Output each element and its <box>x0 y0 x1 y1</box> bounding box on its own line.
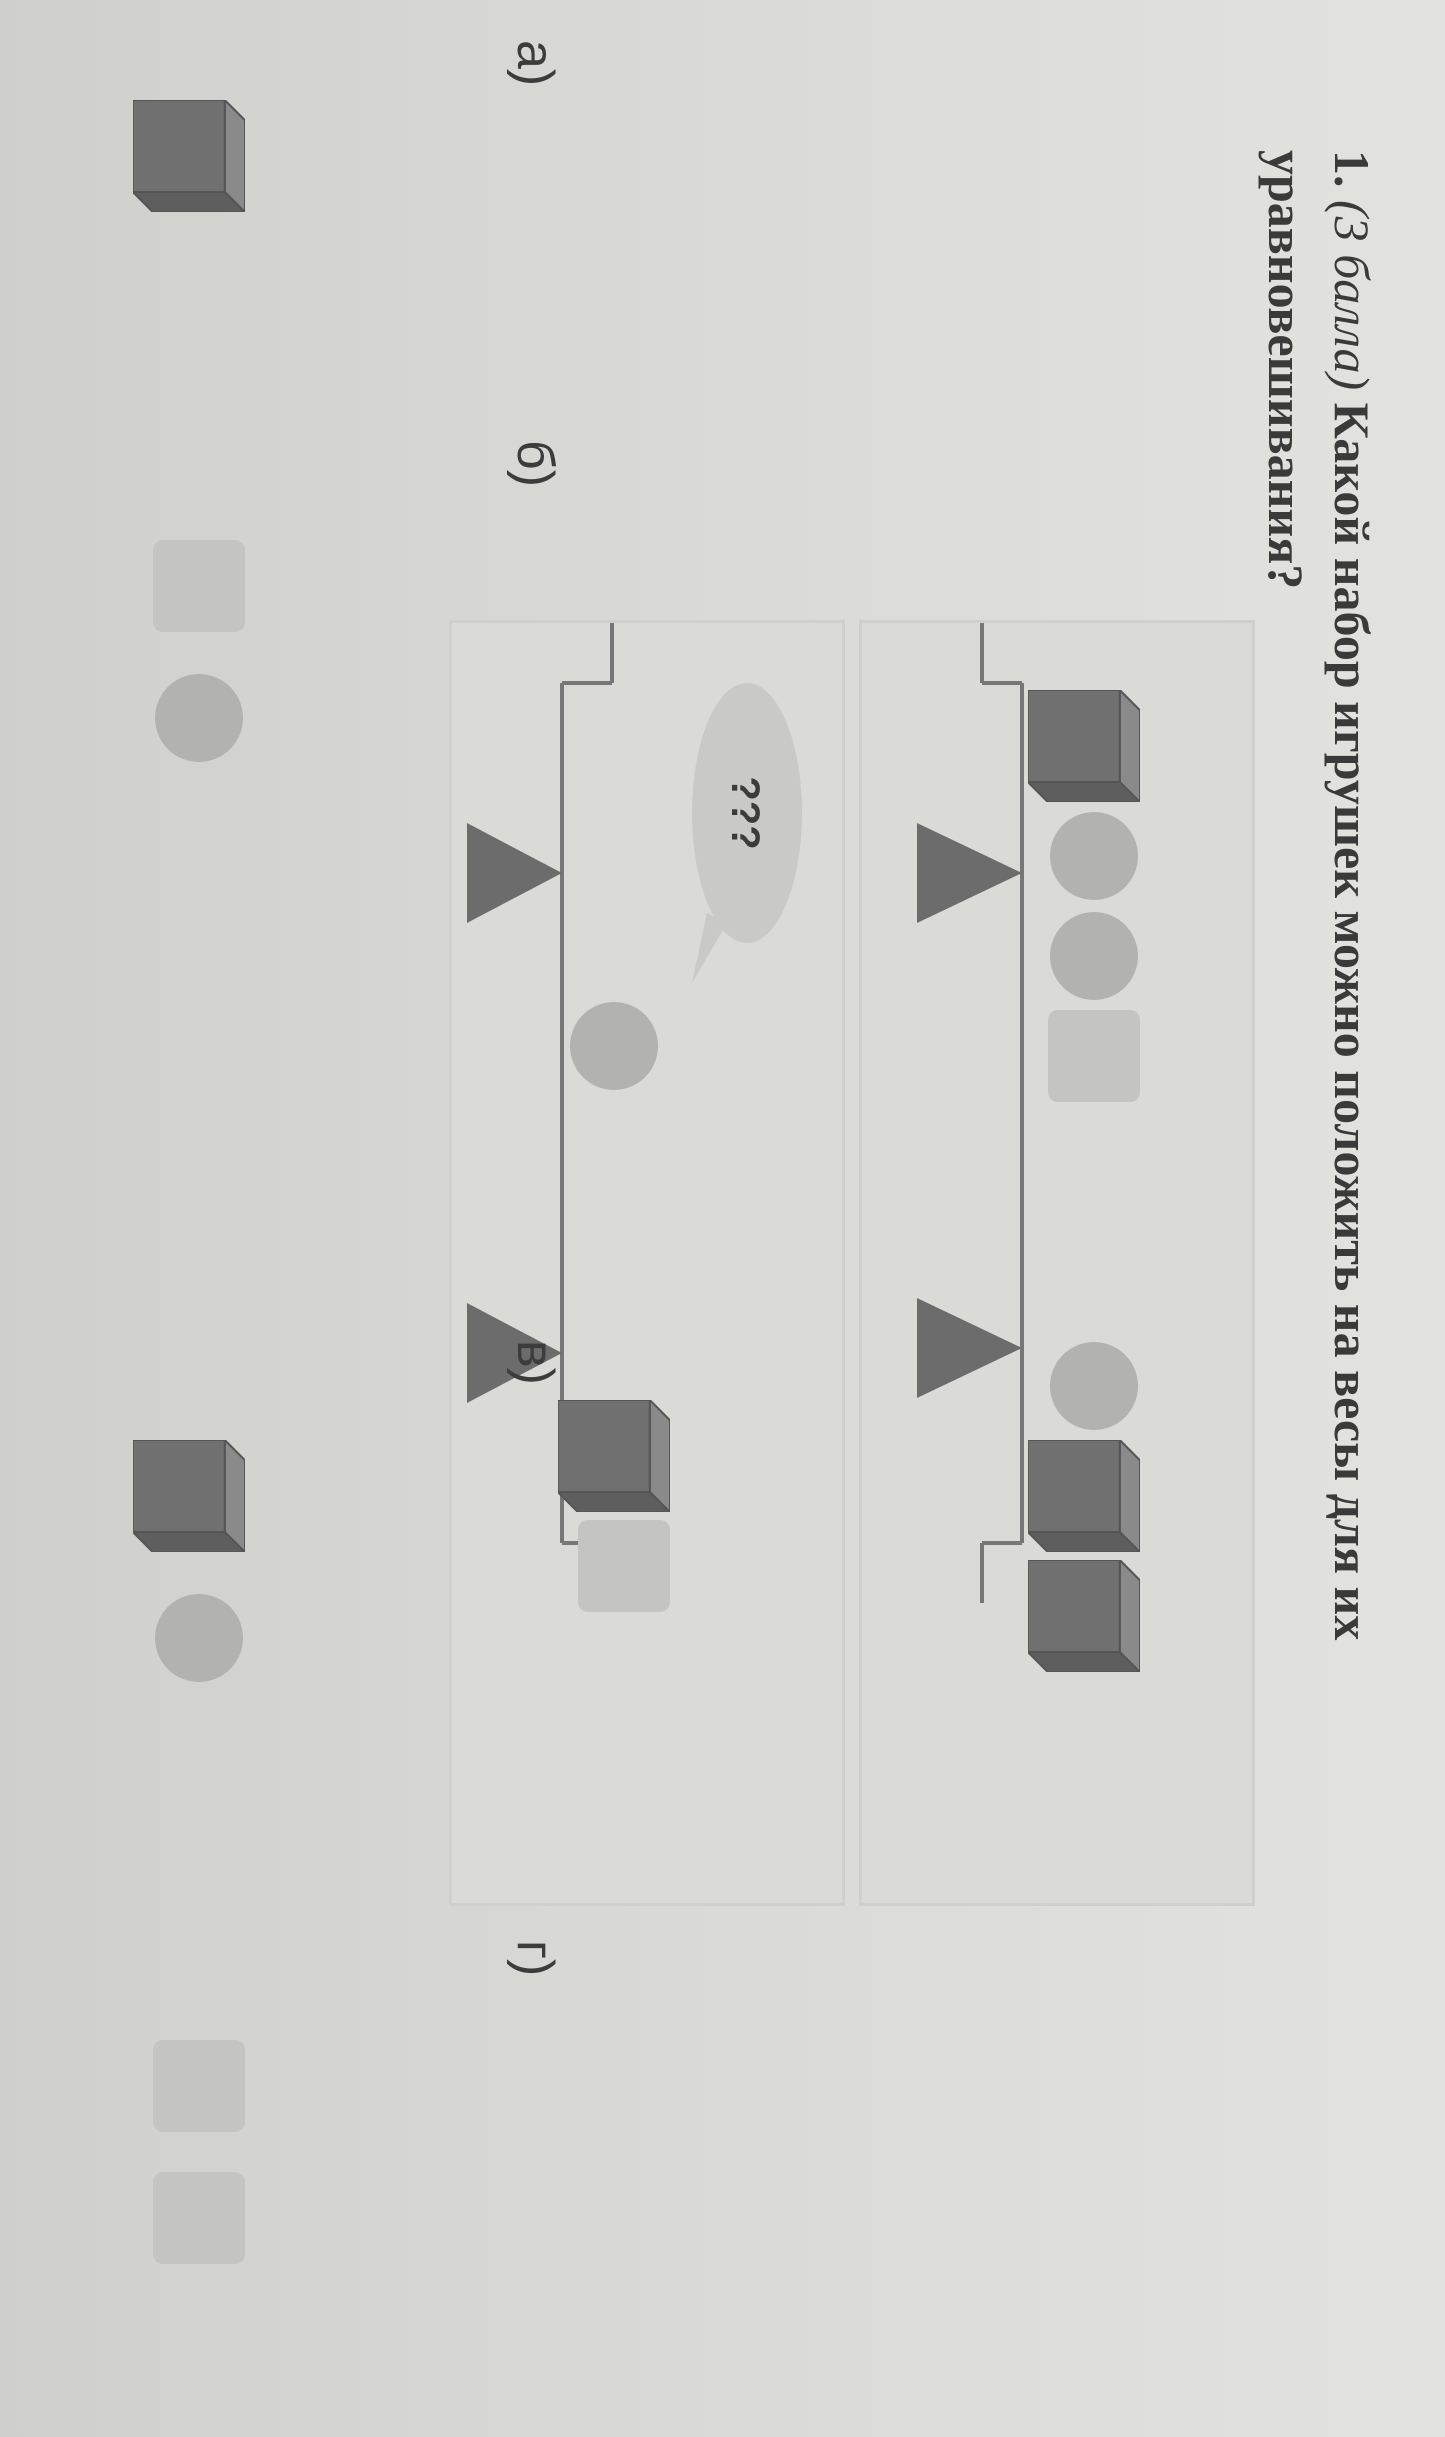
fulcrum-right <box>917 1298 1022 1398</box>
fulcrum-left <box>467 823 562 923</box>
pan-item <box>553 1397 673 1515</box>
question-points: (3 балла) <box>1324 200 1380 391</box>
pan-item <box>1043 810 1140 902</box>
question-line-2: уравновешивания? <box>1258 150 1314 590</box>
option-item <box>148 1592 245 1684</box>
question-number: 1. <box>1324 150 1380 188</box>
pan-item <box>1043 910 1140 1002</box>
option-item <box>128 1437 248 1555</box>
pan-item <box>573 1520 670 1612</box>
unknown-marker: ??? <box>723 776 767 849</box>
balance-scale-1 <box>917 623 1024 1603</box>
pan-item <box>1043 1340 1140 1432</box>
option-c-label: в) <box>506 1340 564 1385</box>
option-item <box>148 2172 245 2264</box>
question-text: 1. (3 балла) Какой набор игрушек можно п… <box>1253 150 1385 2350</box>
pan-item <box>1023 1437 1143 1555</box>
pan-item <box>1023 1557 1143 1675</box>
balance-scale-2: ??? <box>467 623 802 1603</box>
option-d-label: г) <box>506 1940 564 1977</box>
fulcrum-left <box>917 823 1022 923</box>
option-item <box>128 97 248 215</box>
option-a-label: а) <box>506 40 564 87</box>
scale-panel-2: ??? <box>449 620 845 1906</box>
pan-item <box>1043 1010 1140 1102</box>
thought-bubble <box>692 683 802 943</box>
scale-panel-1 <box>859 620 1255 1906</box>
option-item <box>148 2040 245 2132</box>
question-line-1: Какой набор игрушек можно положить на ве… <box>1324 402 1380 1641</box>
pan-item <box>1023 687 1143 805</box>
option-item <box>148 540 245 632</box>
pan-item <box>563 1000 660 1092</box>
option-item <box>148 672 245 764</box>
option-b-label: б) <box>506 440 564 488</box>
fulcrum-right <box>467 1303 562 1403</box>
